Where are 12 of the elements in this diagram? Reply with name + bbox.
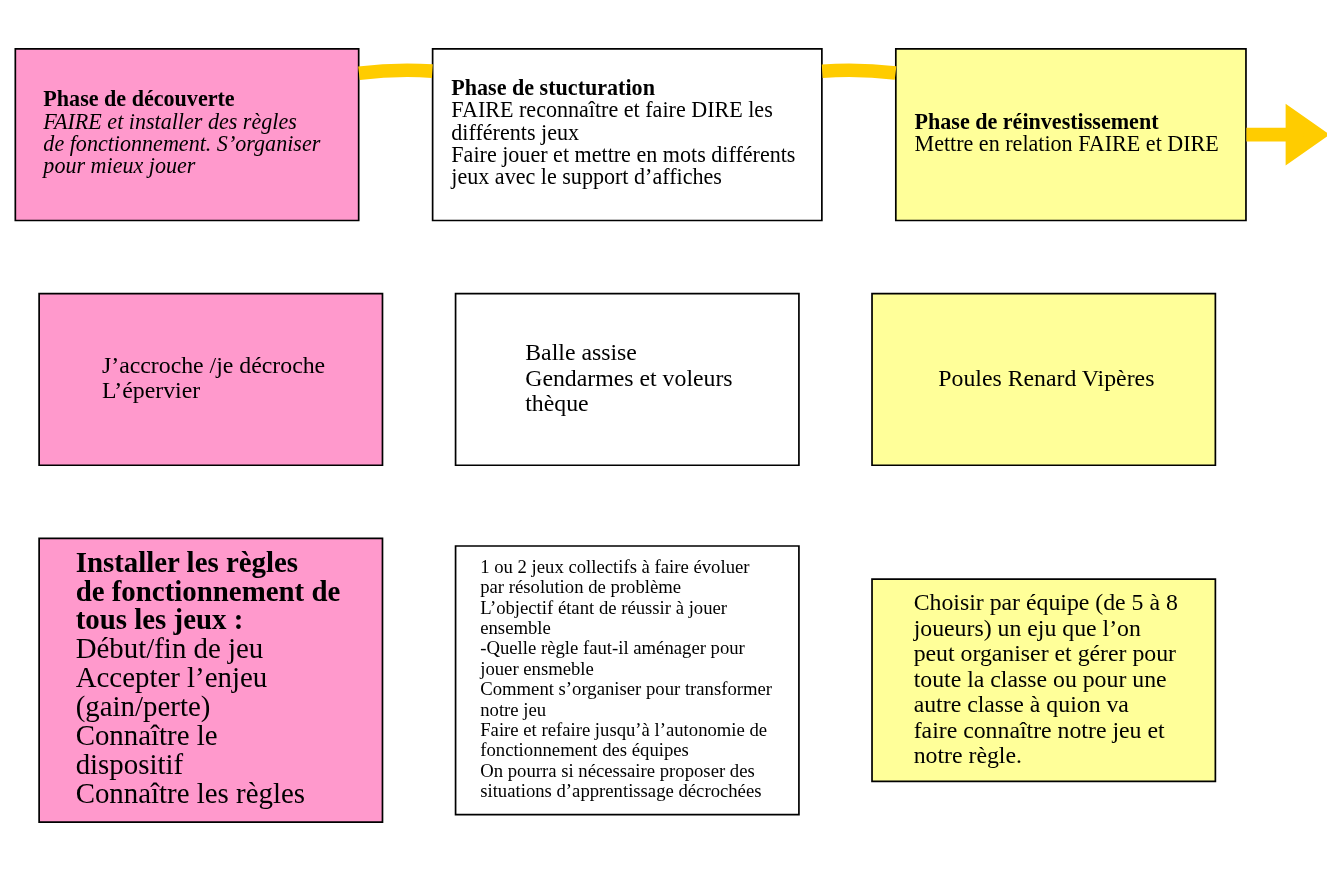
node-box: Phase de réinvestissement Mettre en relation FAIRE et DIRE — [894, 47, 1247, 222]
node-box: Phase de stucturation FAIRE reconnaître et faire DIRE les différents jeux Faire jouer et mettre en mots différents jeux avec le support d’affiches — [431, 47, 823, 222]
node-box: Balle assise Gendarmes et voleurs thèque — [454, 292, 800, 467]
node-box: Installer les règles de fonctionnement de tous les jeux : Début/fin de jeu Accepter l’enjeu (gain/perte) Connaître le dispositif Connaître les règles — [38, 537, 384, 824]
arrow — [1246, 103, 1327, 166]
node-box: 1 ou 2 jeux collectifs à faire évoluer par résolution de problème L’objectif étant de réussir à jouer ensemble -Quelle règle faut-il aménager pour jouer ensmeble Comment s’organiser pour transformer notre jeu Faire et refaire jusqu’à l’autonomie de fonctionnement des équipes On pourra si nécessaire proposer des situations d’apprentissage décrochées — [454, 545, 800, 816]
node-box: Phase de découverte FAIRE et installer des règles de fonctionnement. S’organiser pour mieux jouer — [14, 47, 360, 222]
node-box: Choisir par équipe (de 5 à 8 joueurs) un eju que l’on peut organiser et gérer pour toute la classe ou pour une autre classe à quion va faire connaître notre jeu et notre règle. — [871, 578, 1217, 783]
node-box: Poules Renard Vipères — [871, 292, 1217, 467]
node-box: J’accroche /je décroche L’épervier — [38, 292, 384, 467]
connector — [821, 63, 897, 80]
connector — [358, 63, 433, 81]
